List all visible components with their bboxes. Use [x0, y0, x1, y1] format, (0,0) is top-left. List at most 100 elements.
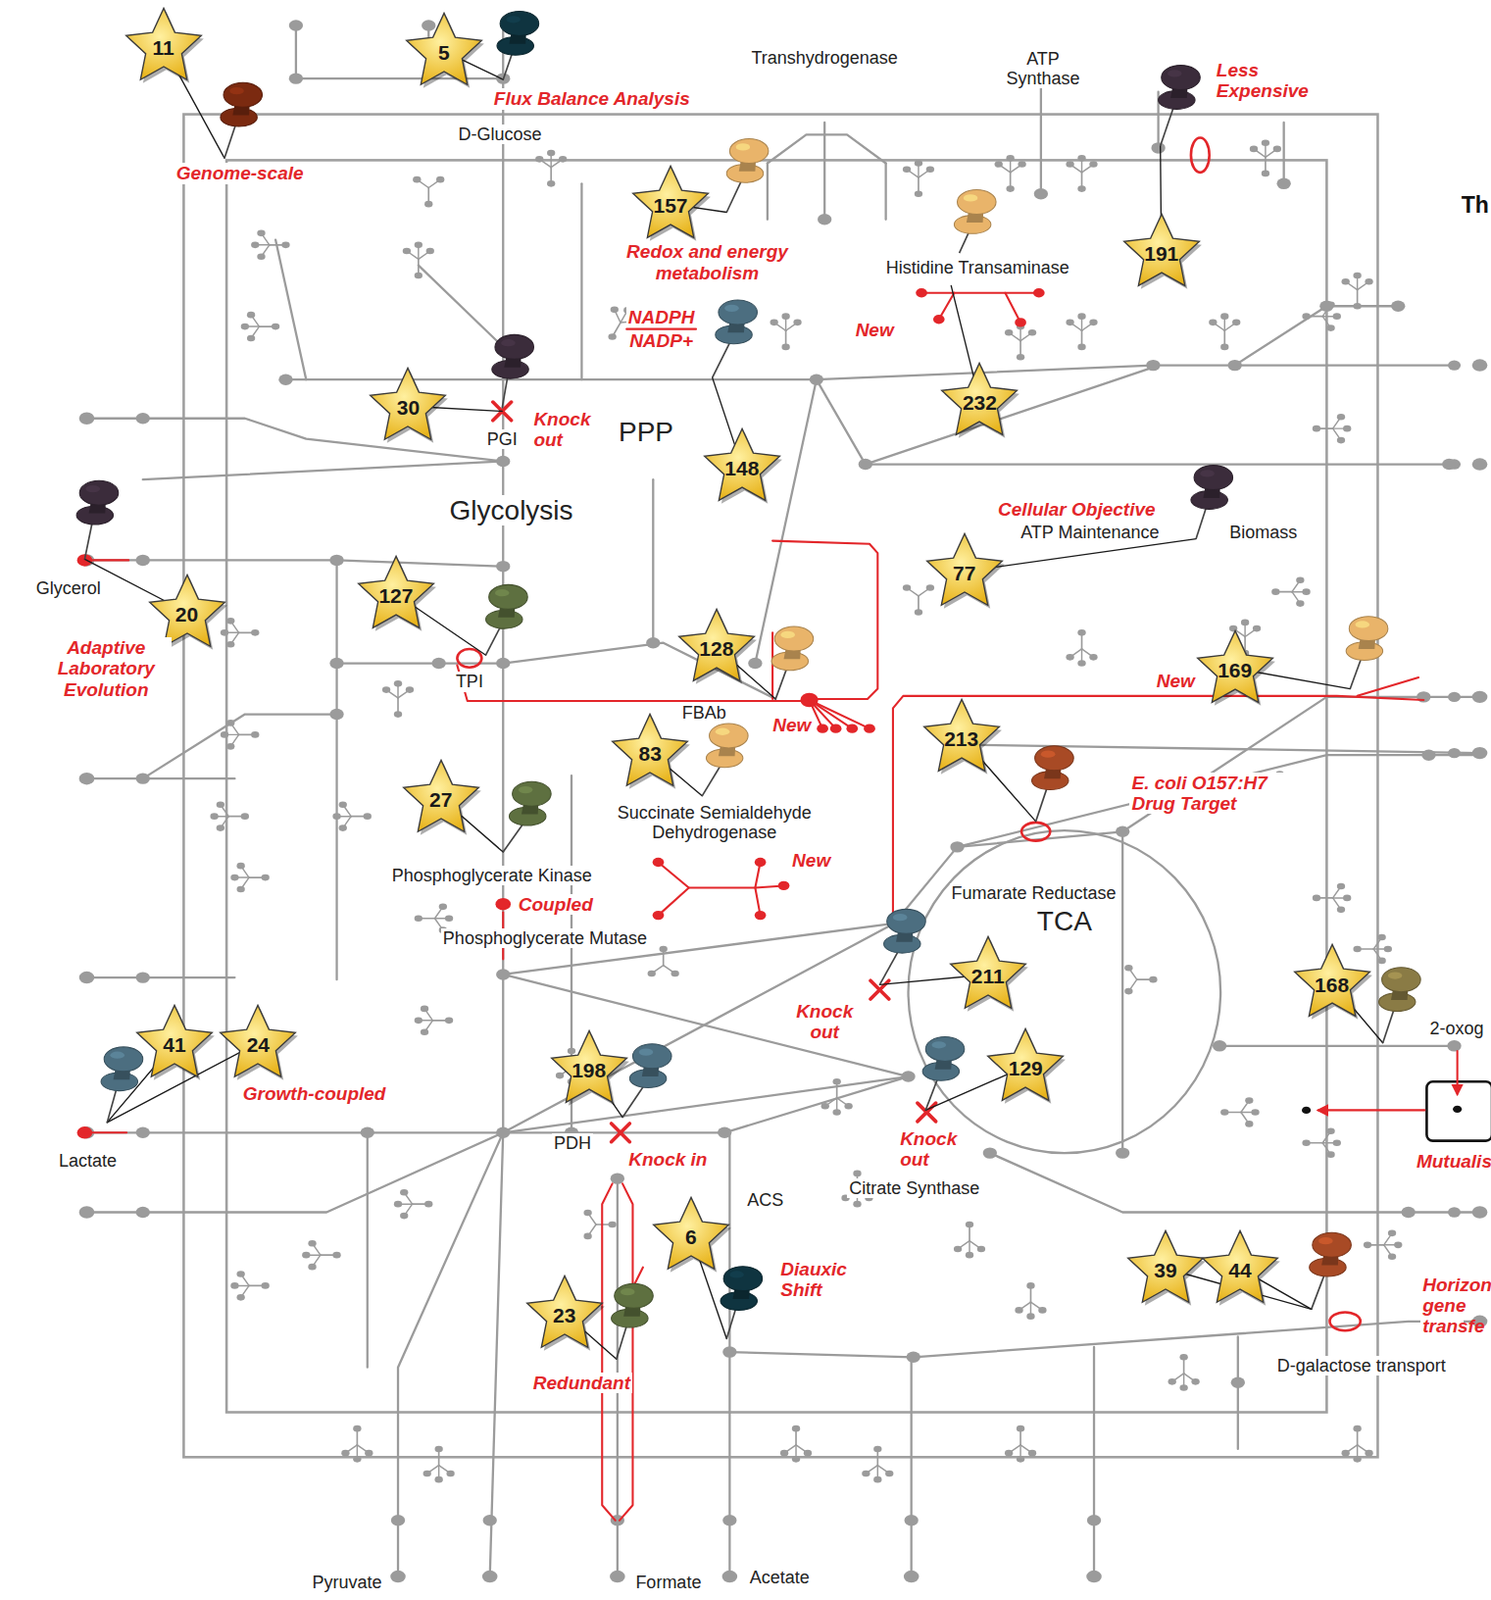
metabolite-dot [226, 641, 235, 648]
reaction-label: PDH [551, 1133, 594, 1153]
pathway-line [1093, 1346, 1095, 1577]
pin-head [729, 139, 769, 164]
metabolite-dot [646, 637, 660, 648]
metabolite-dot [983, 1146, 997, 1158]
pin-head [1348, 616, 1389, 642]
metabolite-dot [1124, 988, 1133, 995]
star-body [988, 1028, 1064, 1100]
annotation-label: Diauxic Shift [778, 1258, 871, 1301]
pin-needle [1311, 1271, 1327, 1310]
metabolite-dot [1271, 588, 1280, 596]
metabolite-dot [1388, 1252, 1396, 1260]
metabolite-dot [1273, 146, 1282, 153]
pin-needle [616, 1322, 628, 1359]
callout-star: 128 [675, 605, 758, 689]
star-body [550, 1030, 627, 1102]
metabolite-dot [965, 1221, 974, 1229]
metabolite-dot [609, 1570, 626, 1583]
metabolite-dot [390, 1570, 406, 1583]
metabolite-dot [546, 180, 555, 188]
metabolite-dot [914, 159, 923, 167]
pin-head [1161, 65, 1201, 91]
pin-head [512, 781, 552, 806]
pathway-line [1121, 831, 1124, 1153]
reaction-label: Acetate [747, 1567, 812, 1588]
pin-highlight [893, 913, 908, 921]
callout-number: 44 [1228, 1256, 1251, 1281]
reaction-label: Transhydrogenase [748, 48, 899, 68]
metabolite-dot [1312, 425, 1321, 433]
annotation-label: Adaptive Laboratory Evolution [40, 637, 172, 700]
metabolite-dot [833, 1078, 842, 1086]
new-metabolite-dot [652, 857, 665, 867]
metabolite-dot [339, 800, 348, 808]
metabolite-dot [278, 373, 293, 385]
callout-star: 5 [402, 9, 486, 93]
pin-head [223, 82, 263, 107]
metabolite-dot [79, 1205, 96, 1218]
pathway-name: PPP [616, 416, 676, 448]
annotation-label: Knock out [897, 1128, 971, 1171]
metabolite-dot [1441, 458, 1456, 470]
callout-star: 44 [1198, 1227, 1282, 1310]
metabolite-dot [1352, 302, 1361, 310]
metabolite-dot [914, 608, 923, 616]
callout-number: 128 [698, 635, 734, 659]
metabolite-dot [426, 248, 435, 255]
metabolite-dot [994, 160, 1003, 168]
metabolite-dot [1388, 1230, 1396, 1238]
metabolite-dot [722, 1345, 737, 1357]
metabolite-dot [226, 617, 235, 625]
reaction-label: ACS [745, 1190, 786, 1210]
metabolite-dot [136, 772, 150, 784]
metabolite-dot [607, 333, 616, 341]
metabolite-dot [236, 1293, 245, 1301]
metabolite-dot [1229, 625, 1238, 633]
pushpin-icon [502, 781, 551, 852]
metabolite-dot [483, 1514, 497, 1526]
metabolite-dot [1393, 1241, 1402, 1248]
pin-head [1193, 465, 1234, 491]
metabolite-dot [1364, 278, 1373, 286]
annotation-label: Coupled [516, 894, 596, 915]
pushpin-icon [1378, 967, 1421, 1044]
annotation-label: Genome-scale [174, 162, 306, 184]
pin-highlight [495, 589, 510, 597]
new-metabolite-dot [915, 288, 928, 298]
metabolite-dot [414, 1016, 423, 1024]
metabolite-dot [904, 1514, 919, 1526]
metabolite-dot [1472, 358, 1489, 371]
pin-needle [224, 121, 237, 158]
pin-head [495, 334, 535, 359]
metabolite-dot [352, 1425, 361, 1433]
callout-star: 30 [366, 364, 449, 448]
metabolite-dot [236, 862, 245, 870]
callout-star: 198 [547, 1027, 631, 1110]
metabolite-dot [1086, 1570, 1102, 1583]
metabolite-dot [1447, 359, 1461, 370]
pin-needle [1383, 1005, 1395, 1043]
metabolite-dot [610, 1172, 625, 1184]
metabolite-dot [1004, 1449, 1013, 1457]
pushpin-icon [720, 1266, 763, 1340]
new-metabolite-dot [754, 910, 767, 920]
pin-head [723, 1266, 763, 1292]
metabolite-dot [1115, 1146, 1130, 1158]
callout-star: 41 [133, 1001, 216, 1085]
metabolite-dot [1301, 588, 1310, 596]
highlight-ring [1330, 1311, 1361, 1331]
metabolite-dot [1341, 1449, 1350, 1457]
tca-cycle [908, 830, 1222, 1153]
metabolite-dot [241, 812, 249, 820]
annotation-label: New [1154, 670, 1197, 692]
metabolite-dot [659, 945, 668, 953]
metabolite-dot [250, 241, 259, 249]
pin-highlight [109, 1051, 125, 1059]
metabolite-dot [780, 1449, 789, 1457]
pathway-line [893, 695, 1424, 914]
callout-number: 168 [1314, 971, 1349, 995]
pin-head [718, 299, 758, 325]
compartment-frame [226, 159, 1327, 1412]
metabolite-dot [209, 812, 218, 820]
metabolite-dot [1124, 964, 1133, 972]
